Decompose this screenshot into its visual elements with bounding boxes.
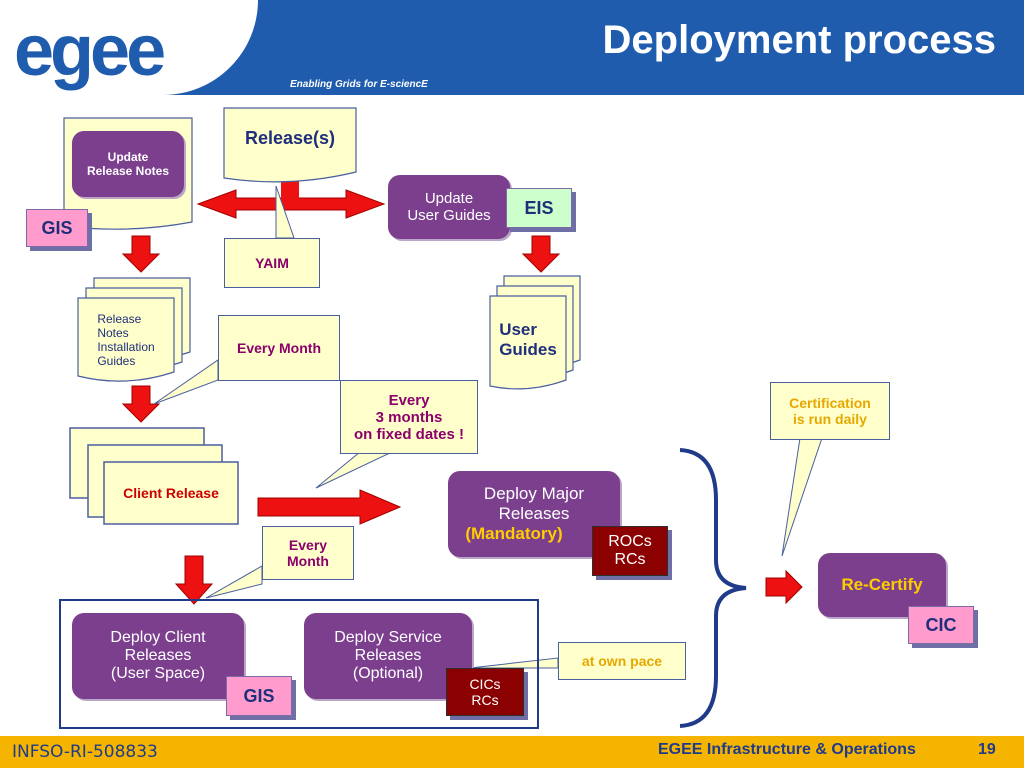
eis-tag: EIS (506, 188, 572, 228)
own-pace-callout: at own pace (558, 642, 686, 680)
tagline: Enabling Grids for E-sciencE (290, 79, 428, 90)
deploy-client-node: Deploy Client Releases (User Space) (72, 613, 244, 699)
down-arrow-right (521, 235, 561, 273)
footer-project-id: INFSO-RI-508833 (12, 742, 158, 762)
footer-page-number: 19 (978, 741, 996, 758)
footer-section: EGEE Infrastructure & Operations (658, 741, 916, 758)
every-month-2-callout: Every Month (262, 526, 354, 580)
update-user-guides-label: Update User Guides (407, 190, 491, 224)
page-title: Deployment process (602, 18, 996, 62)
logo-text: egee (14, 11, 164, 91)
rocs-rcs-tag: ROCs RCs (592, 526, 668, 576)
certification-tail (781, 437, 823, 557)
deploy-major-label: Deploy Major Releases (483, 484, 585, 523)
gis-tag-top: GIS (26, 209, 88, 247)
own-pace-tail (469, 657, 559, 669)
user-guides-label: User Guides (499, 320, 557, 359)
right-arrow-client (257, 489, 402, 525)
logo-area: egee (0, 0, 258, 95)
client-release-doc-stack (69, 427, 239, 525)
every-3-months-tail (315, 451, 393, 489)
right-arrow-recertify (765, 569, 803, 605)
client-release-label: Client Release (123, 485, 219, 501)
user-guides-doc-stack (489, 275, 581, 390)
every-month-callout: Every Month (218, 315, 340, 381)
cics-rcs-tag: CICs RCs (446, 668, 524, 716)
cic-tag: CIC (908, 606, 974, 644)
deploy-container (59, 599, 539, 729)
every-3-months-callout: Every 3 months on fixed dates ! (340, 380, 478, 454)
releases-label: Release(s) (244, 127, 336, 148)
release-notes-doc-stack (77, 277, 191, 382)
deploy-major-mandatory: (Mandatory) (465, 524, 563, 543)
footer-bar (0, 736, 1024, 768)
every-month-2-tail (205, 565, 263, 599)
egee-logo: egee (14, 11, 168, 91)
release-notes-guides-label: Release Notes Installation Guides (97, 312, 155, 368)
release-double-arrow (196, 178, 386, 219)
update-release-notes-label: Update Release Notes (86, 150, 170, 178)
yaim-callout: YAIM (224, 238, 320, 288)
releases-doc (223, 107, 357, 183)
update-user-guides-node: Update User Guides (388, 175, 510, 239)
certification-callout: Certification is run daily (770, 382, 890, 440)
deploy-service-node: Deploy Service Releases (Optional) (304, 613, 472, 699)
down-arrow-left (121, 235, 161, 273)
gis-tag-bottom: GIS (226, 676, 292, 716)
update-release-notes-node: Update Release Notes (72, 131, 184, 197)
deploy-major-node: Deploy Major Releases (Mandatory) (448, 471, 620, 557)
down-arrow-notes (121, 385, 161, 423)
bracket (679, 448, 747, 728)
down-arrow-client (174, 555, 214, 605)
